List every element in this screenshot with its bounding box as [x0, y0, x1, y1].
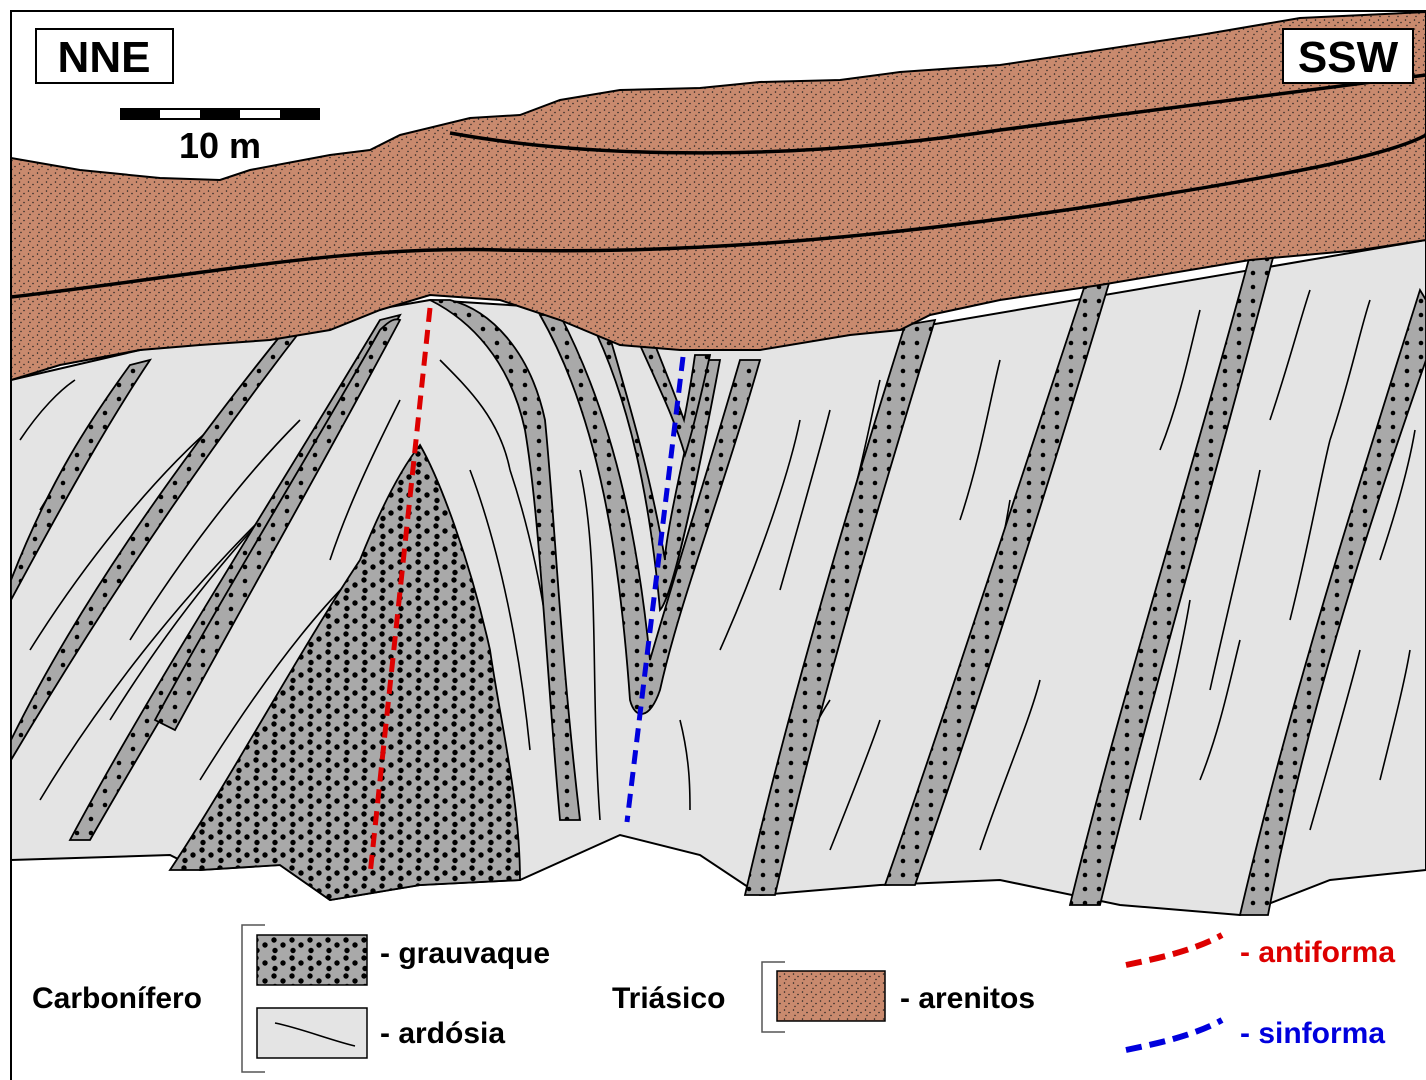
- orientation-nne: NNE: [36, 29, 173, 83]
- legend-swatch-greywacke: [257, 935, 367, 985]
- orientation-ssw: SSW: [1283, 29, 1413, 83]
- orientation-label-left: NNE: [58, 33, 151, 82]
- legend-label-sandstone: - arenitos: [900, 982, 1035, 1015]
- legend-label-slate: - ardósia: [380, 1017, 505, 1050]
- orientation-label-right: SSW: [1298, 33, 1399, 82]
- legend-label-greywacke: - grauvaque: [380, 937, 550, 970]
- legend-label-antiform: - antiforma: [1240, 936, 1395, 969]
- legend-label-synform: - sinforma: [1240, 1017, 1385, 1050]
- scale-bar-label: 10 m: [179, 125, 261, 166]
- legend-group-carboniferous: Carbonífero: [32, 982, 202, 1015]
- legend-swatch-sandstone: [777, 971, 885, 1021]
- legend-group-triassic: Triásico: [612, 982, 725, 1015]
